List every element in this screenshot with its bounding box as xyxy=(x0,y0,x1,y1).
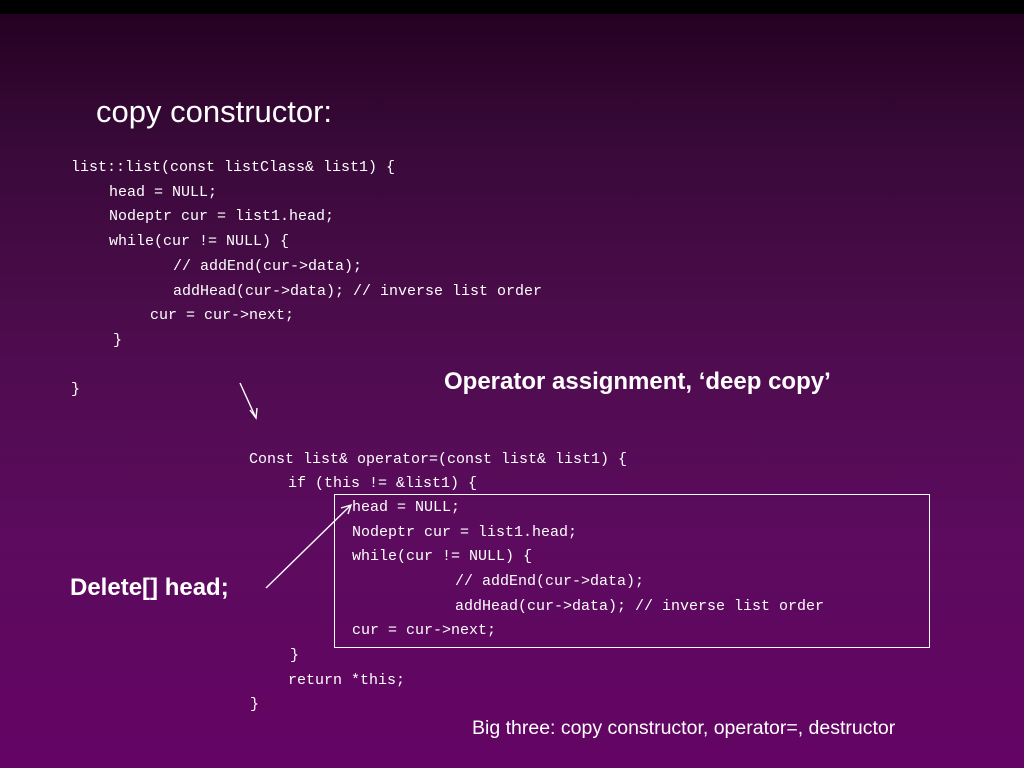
code-line: while(cur != NULL) { xyxy=(109,233,290,250)
delete-head-note: Delete[] head; xyxy=(70,574,229,601)
code-line: cur = cur->next; xyxy=(352,622,497,639)
code-line: cur = cur->next; xyxy=(150,307,295,324)
operator-assignment-heading: Operator assignment, ‘deep copy’ xyxy=(444,368,831,395)
code-line: Const list& operator=(const list& list1)… xyxy=(249,451,628,468)
code-line: Nodeptr cur = list1.head; xyxy=(109,208,335,225)
code-line: Nodeptr cur = list1.head; xyxy=(352,524,578,541)
code-line: head = NULL; xyxy=(109,184,218,201)
code-line: // addEnd(cur->data); xyxy=(455,573,645,590)
code-line: } xyxy=(113,332,123,349)
code-line: addHead(cur->data); // inverse list orde… xyxy=(455,598,825,615)
big-three-footer: Big three: copy constructor, operator=, … xyxy=(472,717,896,739)
code-line: list::list(const listClass& list1) { xyxy=(71,159,396,176)
arrow-to-operator-code xyxy=(239,382,258,420)
code-line: head = NULL; xyxy=(352,499,461,516)
code-line: addHead(cur->data); // inverse list orde… xyxy=(173,283,543,300)
code-line: } xyxy=(71,381,81,398)
top-bar xyxy=(0,0,1024,14)
slide-title: copy constructor: xyxy=(96,94,333,129)
code-line: return *this; xyxy=(288,672,406,689)
code-line: } xyxy=(290,647,300,664)
code-line: if (this != &list1) { xyxy=(288,475,478,492)
code-line: while(cur != NULL) { xyxy=(352,548,533,565)
code-line: } xyxy=(250,696,260,713)
code-line: // addEnd(cur->data); xyxy=(173,258,363,275)
highlighted-code-box xyxy=(334,494,930,648)
